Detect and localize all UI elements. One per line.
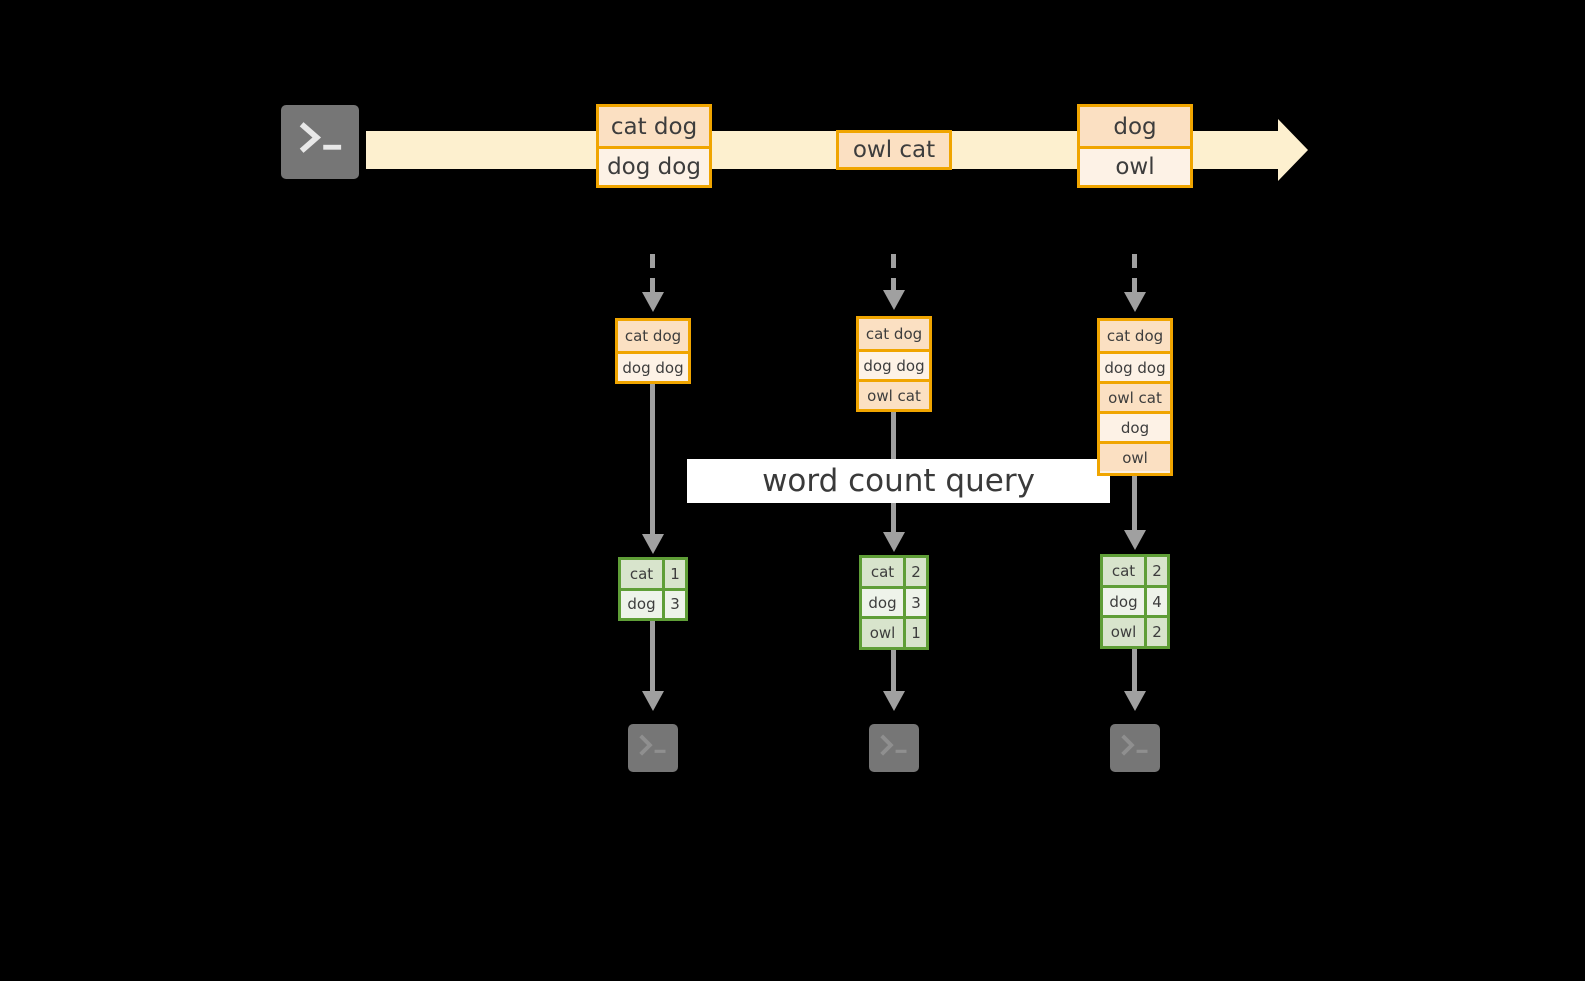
table-row: owl cat xyxy=(859,379,929,409)
terminal-prompt-icon xyxy=(299,122,342,153)
table-row: cat 2 xyxy=(1103,557,1167,585)
stream-event-group-1[interactable]: cat dog dog dog xyxy=(596,104,712,188)
table-row: owl 2 xyxy=(1103,615,1167,647)
stream-event-row: dog dog xyxy=(599,146,709,185)
terminal-prompt-icon xyxy=(880,734,907,756)
result-count: 1 xyxy=(662,560,685,588)
snapshot-1-query-line xyxy=(650,384,655,536)
snapshot-2-trigger-arrowhead xyxy=(883,290,905,310)
result-count: 2 xyxy=(903,558,926,586)
snapshot-2-result-table[interactable]: cat 2 dog 3 owl 1 xyxy=(859,555,929,650)
result-word: cat xyxy=(862,558,903,586)
snapshot-1-sink-line xyxy=(650,621,655,693)
query-label: word count query xyxy=(687,459,1110,503)
terminal-prompt-icon xyxy=(639,734,666,756)
table-row: dog xyxy=(1100,411,1170,441)
snapshot-3-sink-line xyxy=(1132,649,1137,693)
result-word: dog xyxy=(1103,587,1144,616)
stream-event-row: owl xyxy=(1080,146,1190,185)
snapshot-1-sink-arrowhead xyxy=(642,691,664,711)
table-row: dog dog xyxy=(1100,351,1170,381)
result-count: 3 xyxy=(662,590,685,618)
snapshot-1-input-table[interactable]: cat dog dog dog xyxy=(615,318,691,384)
terminal-body xyxy=(628,724,678,772)
snapshot-3-sink-terminal[interactable] xyxy=(1103,717,1167,779)
result-word: owl xyxy=(862,619,903,648)
event-stream-arrowhead xyxy=(1278,119,1308,181)
result-count: 1 xyxy=(903,619,926,648)
snapshot-3-sink-arrowhead xyxy=(1124,691,1146,711)
snapshot-2-sink-arrowhead xyxy=(883,691,905,711)
result-word: cat xyxy=(621,560,662,588)
table-row: dog dog xyxy=(859,349,929,379)
stream-event-group-3[interactable]: dog owl xyxy=(1077,104,1193,188)
terminal-body xyxy=(281,105,359,179)
snapshot-1-sink-terminal[interactable] xyxy=(621,717,685,779)
terminal-body xyxy=(869,724,919,772)
table-row: owl 1 xyxy=(862,616,926,648)
result-word: dog xyxy=(621,590,662,618)
snapshot-2-sink-terminal[interactable] xyxy=(862,717,926,779)
terminal-prompt-icon xyxy=(1121,734,1148,756)
table-row: dog 4 xyxy=(1103,584,1167,616)
table-row: cat dog xyxy=(1100,321,1170,351)
table-row: cat dog xyxy=(618,321,688,351)
stream-event-row: owl cat xyxy=(839,133,949,167)
snapshot-2-trigger-dash xyxy=(891,254,896,294)
snapshot-3-result-table[interactable]: cat 2 dog 4 owl 2 xyxy=(1100,554,1170,649)
stream-event-group-2[interactable]: owl cat xyxy=(836,130,952,170)
snapshot-1-trigger-arrowhead xyxy=(642,292,664,312)
snapshot-3-trigger-dash xyxy=(1132,254,1137,294)
result-count: 2 xyxy=(1144,618,1167,647)
terminal-body xyxy=(1110,724,1160,772)
stream-event-row: cat dog xyxy=(599,107,709,146)
snapshot-3-query-line xyxy=(1132,476,1137,532)
result-count: 2 xyxy=(1144,557,1167,585)
table-row: dog 3 xyxy=(862,585,926,617)
table-row: cat 1 xyxy=(621,560,685,588)
snapshot-2-sink-line xyxy=(891,650,896,693)
snapshot-1-result-table[interactable]: cat 1 dog 3 xyxy=(618,557,688,621)
snapshot-1-trigger-dash xyxy=(650,254,655,294)
result-word: cat xyxy=(1103,557,1144,585)
snapshot-3-query-arrowhead xyxy=(1124,530,1146,550)
snapshot-3-trigger-arrowhead xyxy=(1124,292,1146,312)
stream-event-row: dog xyxy=(1080,107,1190,146)
snapshot-2-query-arrowhead xyxy=(883,532,905,552)
result-count: 3 xyxy=(903,588,926,617)
table-row: owl cat xyxy=(1100,381,1170,411)
snapshot-1-query-arrowhead xyxy=(642,534,664,554)
source-terminal[interactable] xyxy=(272,96,368,188)
result-count: 4 xyxy=(1144,587,1167,616)
table-row: dog dog xyxy=(618,351,688,381)
table-row: owl xyxy=(1100,441,1170,471)
table-row: cat dog xyxy=(859,319,929,349)
snapshot-3-input-table-overlay[interactable]: cat dog dog dog owl cat dog owl xyxy=(1097,318,1173,476)
result-word: dog xyxy=(862,588,903,617)
table-row: cat 2 xyxy=(862,558,926,586)
result-word: owl xyxy=(1103,618,1144,647)
snapshot-2-input-table[interactable]: cat dog dog dog owl cat xyxy=(856,316,932,412)
table-row: dog 3 xyxy=(621,587,685,618)
